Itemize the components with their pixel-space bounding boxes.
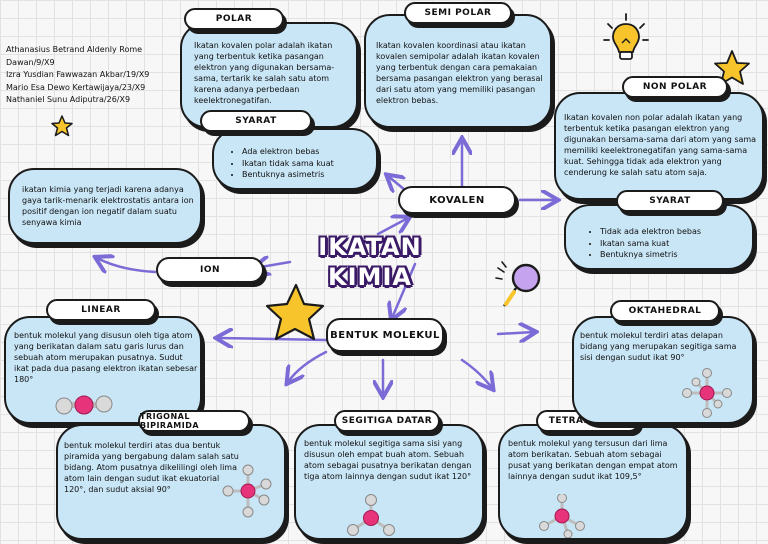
ion-node: ION (156, 257, 264, 283)
oktahedral-molecule-icon (682, 368, 732, 418)
tetrahedral-text: bentuk molekul yang tersusun dari lima a… (508, 439, 678, 481)
tetrahedral-bubble: bentuk molekul yang tersusun dari lima a… (498, 424, 688, 540)
polar-syarat-list: Ada elektron bebas Ikatan tidak sama kua… (226, 146, 334, 181)
list-item: Tidak ada elektron bebas (600, 226, 701, 238)
kovalen-node: KOVALEN (398, 186, 516, 214)
linear-molecule-icon (55, 395, 113, 415)
star-icon (714, 50, 750, 85)
oktahedral-bubble: bentuk molekul terdiri atas delapan bida… (572, 316, 754, 424)
ion-bubble: ikatan kimia yang terjadi karena adanya … (8, 168, 202, 244)
semipolar-text: Ikatan kovalen koordinasi atau ikatan ko… (376, 41, 543, 105)
author-line: Athanasius Betrand Aldenly Rome (6, 45, 143, 54)
segitiga-molecule-icon (347, 494, 395, 536)
nonpolar-bubble: Ikatan kovalen non polar adalah ikatan y… (554, 92, 764, 200)
segitiga-label: SEGITIGA DATAR (334, 410, 440, 432)
big-star-icon (265, 283, 325, 341)
arrow-ion-to-text (97, 258, 157, 272)
nonpolar-label: NON POLAR (622, 76, 728, 98)
nonpolar-text: Ikatan kovalen non polar adalah ikatan y… (564, 113, 757, 177)
magnifier-icon (495, 261, 541, 307)
semipolar-label: SEMI POLAR (404, 2, 512, 24)
polar-syarat-bubble: Ada elektron bebas Ikatan tidak sama kua… (212, 128, 378, 190)
linear-text: bentuk molekul yang disusun oleh tiga at… (14, 331, 198, 384)
semipolar-bubble: Ikatan kovalen koordinasi atau ikatan ko… (364, 14, 552, 128)
author-list: Athanasius Betrand Aldenly Rome Dawan/9/… (6, 44, 166, 107)
list-item: Ikatan tidak sama kuat (242, 158, 334, 170)
trigonal-molecule-icon (222, 464, 272, 518)
author-line: Nathaniel Sunu Adiputra/26/X9 (6, 95, 131, 104)
arrow-title-to-bentuk (392, 262, 417, 318)
tetrahedral-molecule-icon (539, 494, 585, 538)
oktahedral-text: bentuk molekul terdiri atas delapan bida… (580, 331, 737, 362)
page-title: IKATAN KIMIA (318, 233, 422, 291)
arrow-bentuk-to-trigonal (288, 350, 328, 382)
polar-text: Ikatan kovalen polar adalah ikatan yang … (194, 41, 335, 105)
nonpolar-syarat-bubble: Tidak ada elektron bebas Ikatan sama kua… (564, 204, 754, 270)
segitiga-text: bentuk molekul segitiga sama sisi yang d… (304, 439, 472, 481)
author-line: Dawan/9/X9 (6, 57, 55, 67)
nonpolar-syarat-label: SYARAT (616, 190, 724, 212)
author-line: Izra Yusdian Fawwazan Akbar/19/X9 (6, 70, 150, 79)
small-star-icon (51, 115, 73, 137)
oktahedral-label: OKTAHEDRAL (610, 300, 720, 322)
list-item: Ikatan sama kuat (600, 238, 701, 250)
polar-label: POLAR (184, 8, 284, 30)
arrow-bentuk-to-tetrahedral (460, 358, 492, 388)
author-line: Mario Esa Dewo Kertawijaya/23/X9 (6, 82, 146, 92)
list-item: Ada elektron bebas (242, 146, 334, 158)
linear-label: LINEAR (46, 299, 156, 321)
list-item: Bentuknya asimetris (242, 169, 334, 181)
lightbulb-icon (603, 13, 649, 60)
trigonal-text: bentuk molekul terdiri atas dua bentuk p… (64, 441, 239, 494)
nonpolar-syarat-list: Tidak ada elektron bebas Ikatan sama kua… (584, 226, 701, 261)
bentuk-molekul-node: BENTUK MOLEKUL (326, 318, 444, 352)
trigonal-label: TRIGONAL BIPIRAMIDA (138, 410, 250, 432)
arrow-bentuk-to-oktahedral (496, 332, 534, 334)
arrow-kovalen-to-polar (388, 176, 407, 190)
list-item: Bentuknya simetris (600, 249, 701, 261)
polar-syarat-label: SYARAT (200, 110, 312, 132)
arrow-title-to-kovalen (376, 218, 408, 236)
ion-text: ikatan kimia yang terjadi karena adanya … (22, 185, 194, 227)
arrow-bentuk-to-linear (218, 338, 328, 340)
